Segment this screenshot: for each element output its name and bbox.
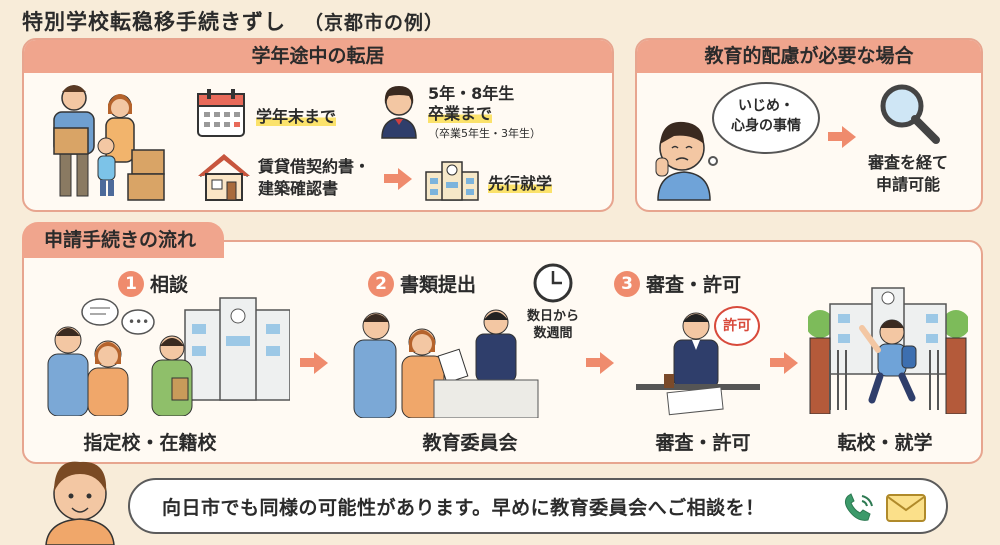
step2-title: 2 書類提出 [368, 270, 476, 297]
title-main: 特別学校転稳移手続きずし [22, 10, 286, 34]
flow-arrow-3-head [784, 352, 798, 374]
contract-line2: 建築確認書 [258, 179, 339, 198]
worried-child-icon [655, 121, 711, 201]
consideration-heading: 教育的配慮が必要な場合 [637, 40, 981, 73]
school-icon [425, 161, 479, 201]
step3-number: 3 [614, 270, 640, 297]
family-moving-icon [53, 85, 165, 201]
end-of-year-label: 学年末まで [256, 107, 337, 126]
step1-label: 相談 [150, 274, 189, 296]
step1-number: 1 [118, 270, 144, 297]
step2-number: 2 [368, 270, 394, 297]
grade-note: （卒業5年生・3年生） [428, 127, 541, 140]
duration-line1: 数日から [526, 309, 579, 324]
arrow-to-early [384, 174, 398, 183]
house-icon [198, 154, 250, 201]
result-line1: 審査を経て [867, 153, 948, 172]
consultation-illustration: ••• [47, 297, 290, 416]
grade-line2: 卒業まで [428, 104, 493, 123]
step2-caption: 教育委員会 [422, 432, 518, 454]
result-line2: 申請可能 [875, 175, 940, 194]
step1-title: 1 相談 [118, 270, 188, 297]
step3-caption: 審査・許可 [655, 432, 751, 454]
midyear-heading: 学年途中の転居 [24, 40, 612, 73]
flow-arrow-1-head [314, 352, 328, 374]
arrow-to-review [828, 132, 842, 141]
document-submission-illustration [353, 309, 539, 418]
flow-arrow-3 [770, 358, 784, 367]
calendar-icon [197, 89, 245, 137]
student-girl-icon [381, 86, 417, 139]
school-gate-illustration [808, 287, 968, 414]
flow-arrow-2 [586, 358, 600, 367]
footer-message: 向日市でも同様の可能性があります。早めに教育委員会へご相談を！ [162, 497, 765, 519]
thought-line1: いじめ・ [738, 98, 794, 114]
advisor-avatar [45, 461, 115, 545]
magnifier-icon [880, 84, 940, 144]
grade-line1: 5年・8年生 [428, 84, 515, 103]
step3-label: 審査・許可 [646, 274, 742, 296]
early-enrollment-label: 先行就学 [488, 174, 553, 193]
svg-text:•••: ••• [128, 315, 149, 329]
page-title: 特別学校転稳移手続きずし （京都市の例） [22, 6, 444, 36]
duration-line2: 数週間 [533, 326, 573, 341]
approval-illustration [636, 312, 760, 416]
message-bubble [128, 478, 948, 534]
arrow-to-early-head [398, 168, 412, 190]
flow-arrow-2-head [600, 352, 614, 374]
contract-line1: 賃貸借契約書・ [258, 157, 371, 176]
step1-caption: 指定校・在籍校 [83, 432, 217, 454]
approval-stamp: 許可 [714, 306, 760, 346]
thought-bubble [712, 82, 820, 154]
arrow-to-review-head [842, 126, 856, 148]
step3-title: 3 審査・許可 [614, 270, 741, 297]
flow-heading: 申請手続きの流れ [22, 222, 225, 258]
phone-icon [844, 493, 873, 521]
title-sub: （京都市の例） [304, 12, 445, 34]
flow-arrow-1 [300, 358, 314, 367]
clock-icon [533, 263, 573, 303]
thought-dot [708, 156, 718, 166]
thought-line2: 心身の事情 [731, 118, 801, 134]
final-caption: 転校・就学 [837, 432, 933, 454]
mail-icon [886, 494, 926, 522]
step2-label: 書類提出 [400, 274, 477, 296]
